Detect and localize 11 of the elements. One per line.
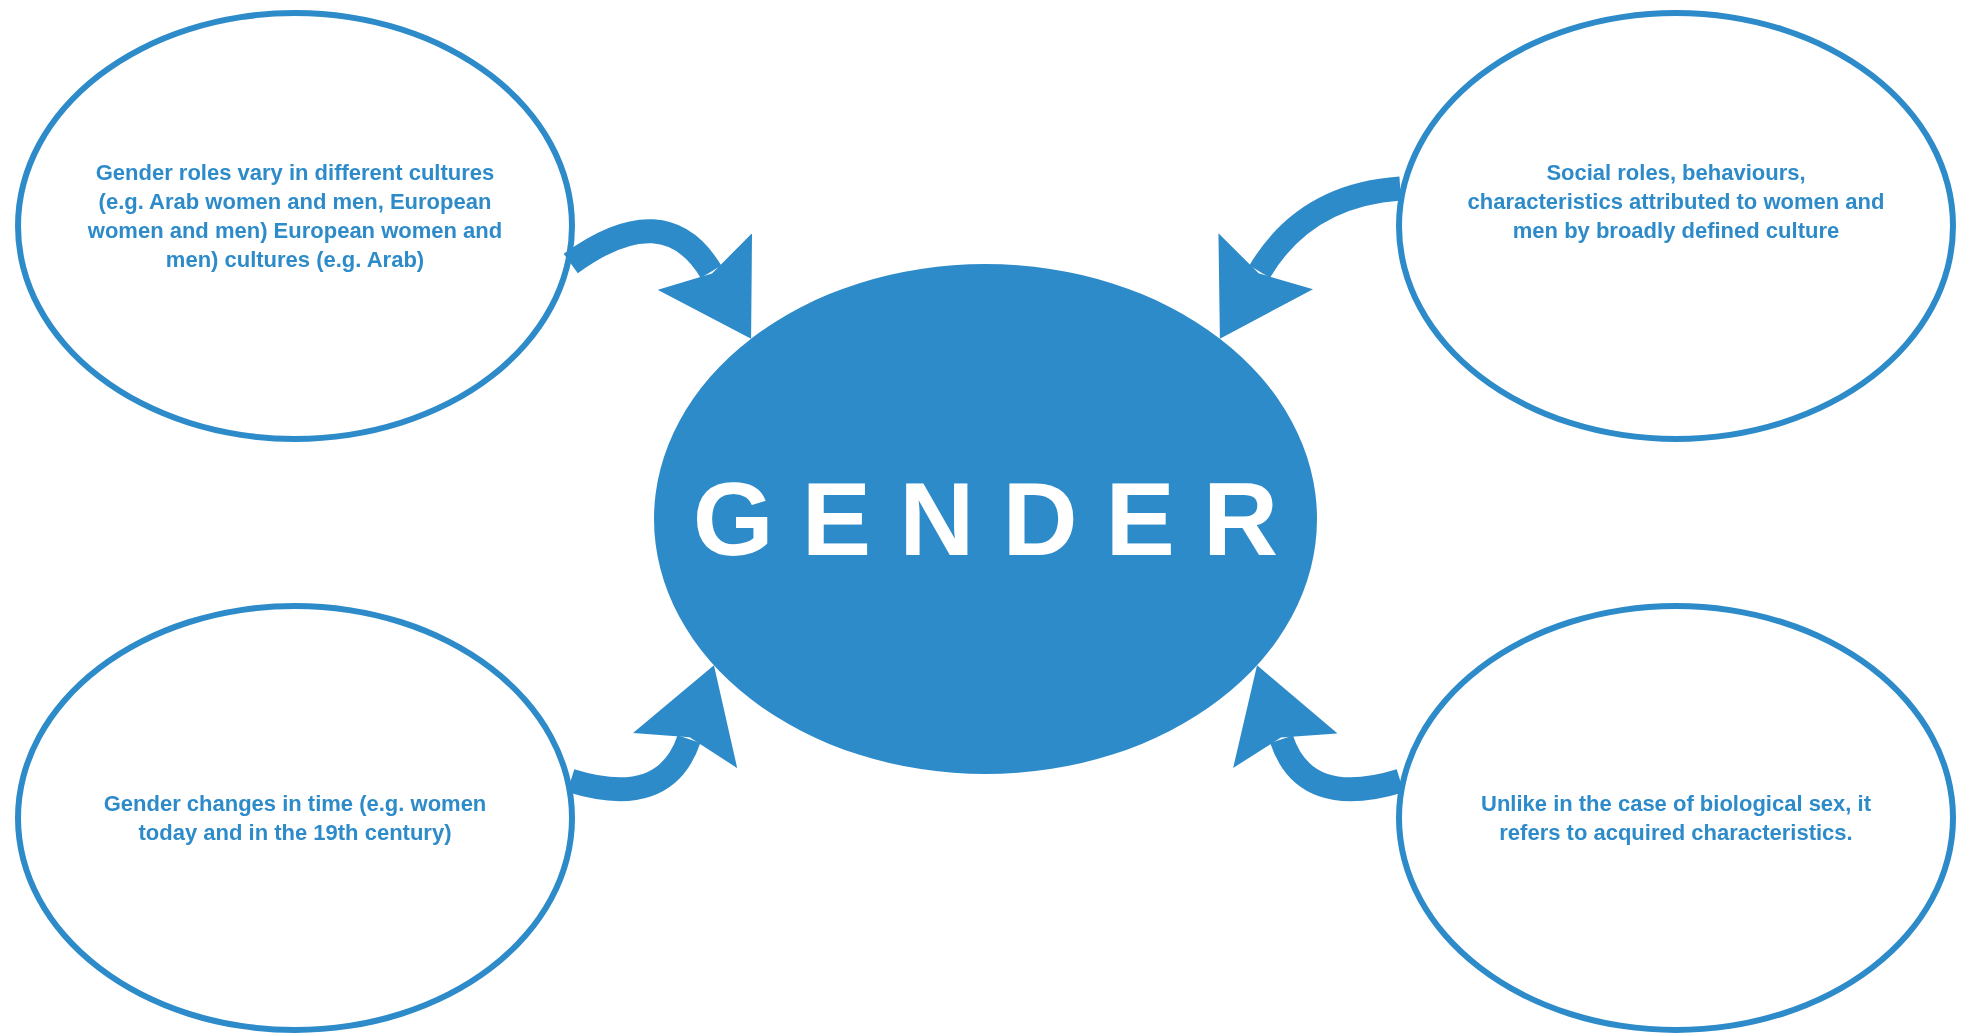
title-text: GENDER	[692, 467, 1307, 571]
ellipse	[15, 10, 575, 442]
description-text: Gender changes in time (e.g. women today and in the 19th century)	[102, 790, 488, 847]
ellipse	[1396, 10, 1956, 442]
description-text: Social roles, behaviours, characteristics attributed to women and men by broadly defined culture	[1466, 159, 1886, 245]
description-text: Gender roles vary in different cultures (e.g. Arab women and men, European women and men) European women and men) cultures (e.g. Arab)	[86, 159, 504, 274]
curved-arrow	[564, 219, 755, 337]
curved-arrow	[1217, 176, 1402, 338]
description-text: Unlike in the case of biological sex, it refers to acquired characteristics.	[1480, 790, 1872, 847]
ellipse	[1396, 603, 1956, 1033]
ellipse	[15, 603, 575, 1033]
